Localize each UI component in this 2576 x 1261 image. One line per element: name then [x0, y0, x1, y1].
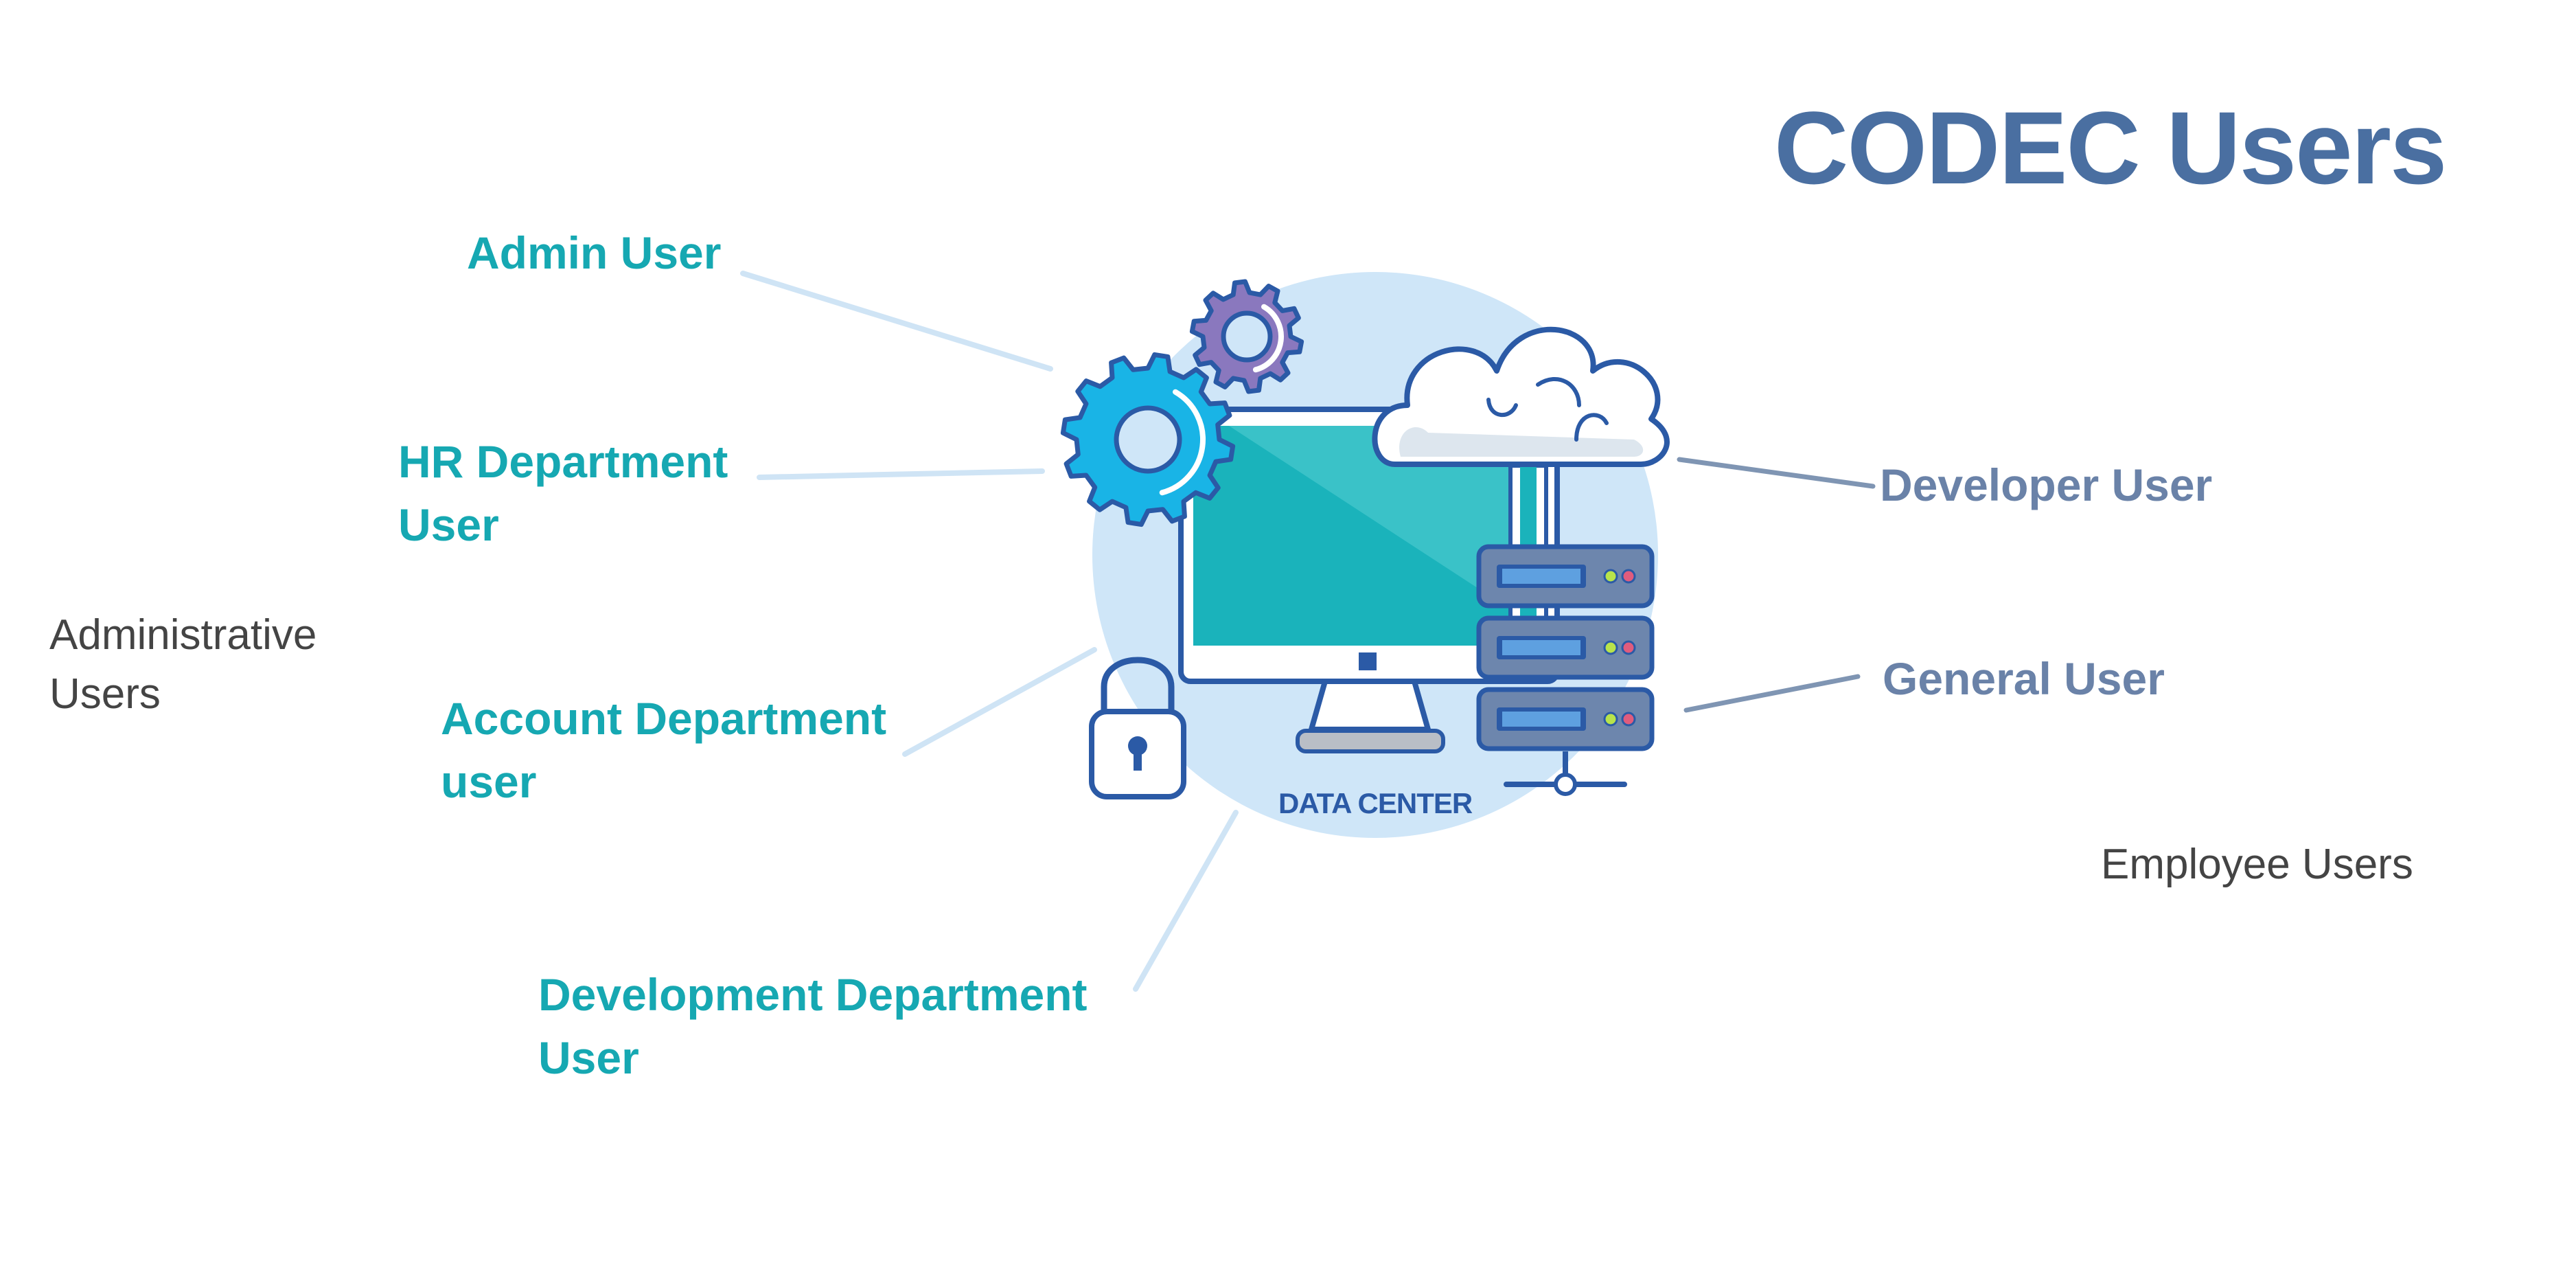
general-user-label: General User — [1883, 653, 2165, 704]
development-department-user-label: Development Department User — [538, 969, 1088, 1083]
account-department-user-label: Account Department user — [441, 693, 887, 807]
connector-account-user — [902, 647, 1097, 757]
page-title: CODEC Users — [1774, 90, 2447, 205]
employee-users-group-label: Employee Users — [2101, 841, 2413, 888]
server-unit — [1476, 687, 1655, 751]
connector-admin-user — [740, 271, 1053, 372]
connector-developer-user — [1677, 457, 1876, 489]
connector-general-user — [1683, 674, 1861, 713]
gear-icon — [1060, 352, 1236, 527]
admin-user-label: Admin User — [467, 227, 722, 278]
connector-hr-user — [757, 468, 1045, 480]
connector-development-user — [1133, 810, 1239, 992]
admin-connectors — [740, 271, 1239, 992]
padlock-icon — [1089, 657, 1186, 799]
developer-user-label: Developer User — [1880, 459, 2213, 510]
employee-connectors — [1677, 457, 1876, 713]
server-unit — [1476, 615, 1655, 680]
data-center-caption: DATA CENTER — [1278, 787, 1473, 819]
administrative-users-group-label: Administrative Users — [49, 611, 317, 718]
hr-department-user-label: HR Department User — [398, 436, 728, 550]
gear-icon — [1189, 279, 1304, 394]
server-rack-icon — [1476, 544, 1655, 796]
server-unit — [1476, 544, 1655, 609]
